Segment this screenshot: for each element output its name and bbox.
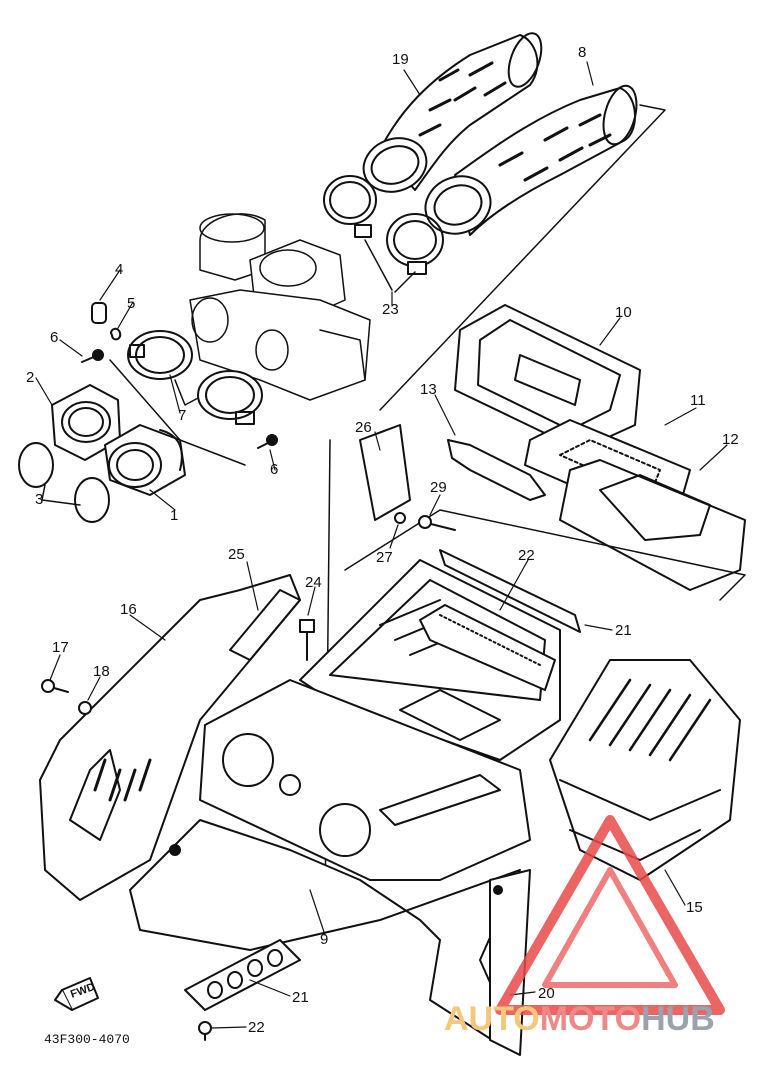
label-part-10: 19 [392,51,409,68]
clamp-24-b [386,213,444,275]
watermark-hub: HUB [641,1000,715,1038]
watermark-logo-icon [495,815,725,1015]
label-part-27: 26 [355,419,372,436]
plate-27 [359,424,411,521]
label-part-5: 5 [127,295,136,312]
label-part-25: 24 [305,574,322,591]
label-part-18: 18 [93,663,110,680]
screw-6-a [81,349,104,363]
label-part-12: 11 [690,392,706,409]
screw-21 [198,1021,212,1041]
watermark-auto: AUTO [444,1000,540,1038]
label-part-16: 16 [120,601,137,618]
bracket-14 [447,439,546,501]
intake-joint-10 [362,32,543,193]
label-part-28: 27 [376,549,393,566]
label-part-23: 22 [518,547,535,564]
leader-lines [35,61,728,1029]
washer-28 [394,512,406,524]
o-ring-3-a [18,442,54,488]
element-case-11 [454,304,641,451]
clamp-7-b [197,370,263,425]
label-part-21: 22 [248,1019,265,1036]
watermark-moto: MOTO [539,1000,642,1038]
label-part-11: 10 [615,304,632,321]
label-part-26: 25 [228,546,245,563]
gasket-26 [229,589,301,661]
label-part-14: 13 [420,381,437,398]
intake-manifold-1 [104,424,186,496]
clamp-24-a [323,175,377,238]
label-part-19: 20 [538,985,555,1002]
watermark-text: AUTOMOTOHUB [444,1000,715,1039]
label-part-3: 3 [35,491,44,508]
clip-5 [110,327,122,341]
washer-18 [78,701,92,715]
label-part-20: 21 [292,989,309,1006]
hose-4 [91,302,107,324]
cover-15 [549,659,741,881]
clamp-7-a [127,330,193,380]
o-ring-3-b [74,477,110,523]
gasket-20 [184,939,301,1011]
bolt-25 [299,619,315,661]
label-part-15: 15 [686,899,703,916]
label-part-13: 12 [722,431,739,448]
air-box-main [199,679,531,881]
label-part-6-b: 6 [270,461,279,478]
label-part-8: 9 [320,931,329,948]
label-part-9: 8 [578,44,587,61]
filter-element-23 [419,604,556,691]
bolt-17 [41,679,69,693]
element-cover-13 [559,459,746,591]
label-part-4: 4 [115,261,124,278]
label-part-7: 7 [178,407,187,424]
label-part-1: 1 [170,507,179,524]
label-part-29: 29 [430,479,447,496]
intake-joint-9 [424,84,638,236]
label-part-22: 21 [615,622,632,639]
drawing-code: 43F300-4070 [44,1032,130,1047]
label-part-6-a: 6 [50,329,59,346]
fwd-arrow-icon: FWD [54,977,99,1011]
label-part-24: 23 [382,301,399,318]
screw-29 [418,515,456,531]
label-part-2: 2 [26,369,35,386]
label-part-17: 17 [52,639,69,656]
screw-6-b [257,434,278,449]
carburetor-assembly [189,213,371,401]
